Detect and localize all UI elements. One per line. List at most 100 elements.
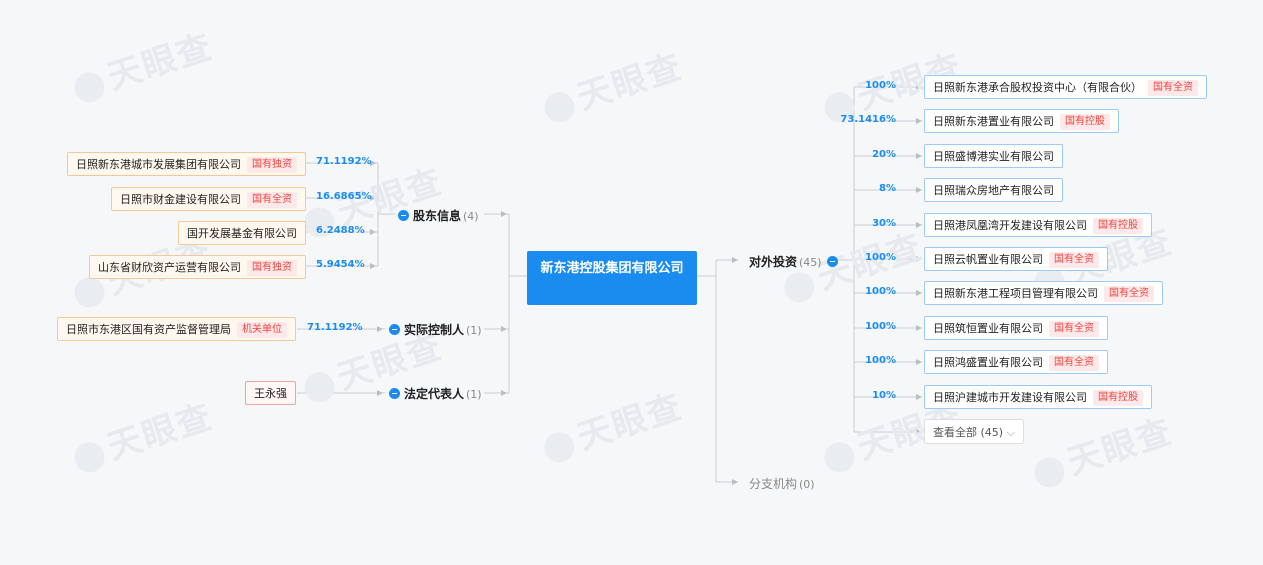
investment-item[interactable]: 日照盛博港实业有限公司 <box>924 144 1063 168</box>
view-all-button[interactable]: 查看全部 (45) ⌵ <box>924 419 1024 444</box>
ownership-tag: 国有全资 <box>1049 321 1099 337</box>
center-company[interactable]: 新东港控股集团有限公司 <box>527 251 697 305</box>
shareholder-item[interactable]: 日照新东港城市发展集团有限公司国有独资 <box>67 152 306 176</box>
collapse-icon[interactable] <box>389 324 400 335</box>
ownership-tag: 国有全资 <box>247 192 297 208</box>
share-percent: 100% <box>865 80 896 91</box>
arrow-icon <box>377 326 383 332</box>
shareholder-item[interactable]: 国开发展基金有限公司 <box>178 221 306 245</box>
shareholder-item-label: 日照市财金建设有限公司 <box>120 193 241 206</box>
ownership-tag: 国有控股 <box>1093 390 1143 406</box>
share-percent: 100% <box>865 355 896 366</box>
share-percent: 10% <box>872 390 896 401</box>
arrow-icon <box>732 479 738 485</box>
category-label: 股东信息 <box>413 209 462 223</box>
investment-item-label: 日照鸿盛置业有限公司 <box>933 356 1043 369</box>
collapse-icon[interactable] <box>826 256 838 267</box>
category-legal_rep[interactable]: 法定代表人(1) <box>389 385 482 402</box>
investment-item-label: 日照新东港工程项目管理有限公司 <box>933 287 1098 300</box>
arrow-icon <box>732 257 738 263</box>
category-count: (0) <box>799 478 815 491</box>
ownership-tag: 国有控股 <box>1093 218 1143 234</box>
investment-item[interactable]: 日照新东港承合股权投资中心（有限合伙）国有全资 <box>924 75 1207 99</box>
investment-item[interactable]: 日照沪建城市开发建设有限公司国有控股 <box>924 385 1152 409</box>
center-company-name: 新东港控股集团有限公司 <box>540 261 684 276</box>
arrow-icon <box>501 211 507 217</box>
ownership-tag: 机关单位 <box>237 322 287 338</box>
category-shareholders[interactable]: 股东信息(4) <box>398 207 479 224</box>
investment-item-label: 日照沪建城市开发建设有限公司 <box>933 391 1087 404</box>
shareholder-item-label: 日照新东港城市发展集团有限公司 <box>76 158 241 171</box>
ownership-tag: 国有全资 <box>1049 252 1099 268</box>
share-percent: 6.2488% <box>316 225 365 236</box>
category-label: 对外投资 <box>749 255 798 269</box>
investment-item[interactable]: 日照云帆置业有限公司国有全资 <box>924 247 1108 271</box>
category-count: (1) <box>466 324 482 337</box>
category-count: (45) <box>799 256 822 269</box>
shareholder-item-label: 国开发展基金有限公司 <box>187 227 297 240</box>
arrow-icon <box>916 187 922 193</box>
arrow-icon <box>916 394 922 400</box>
investment-item[interactable]: 日照新东港置业有限公司国有控股 <box>924 109 1119 133</box>
investment-item[interactable]: 日照瑞众房地产有限公司 <box>924 178 1063 202</box>
collapse-icon[interactable] <box>398 210 409 221</box>
share-percent: 8% <box>879 183 896 194</box>
investment-item[interactable]: 日照鸿盛置业有限公司国有全资 <box>924 350 1108 374</box>
investment-item-label: 日照瑞众房地产有限公司 <box>933 184 1054 197</box>
arrow-icon <box>370 229 376 235</box>
investment-item-label: 日照云帆置业有限公司 <box>933 253 1043 266</box>
arrow-icon <box>370 195 376 201</box>
share-percent: 71.1192% <box>307 322 363 333</box>
category-count: (4) <box>463 210 479 223</box>
arrow-icon <box>370 160 376 166</box>
investment-item-label: 日照筑恒置业有限公司 <box>933 322 1043 335</box>
arrow-icon <box>916 222 922 228</box>
arrow-icon <box>501 390 507 396</box>
arrow-icon <box>916 84 922 90</box>
category-label: 法定代表人 <box>404 387 465 401</box>
legal-rep-item[interactable]: 王永强 <box>245 381 296 405</box>
arrow-icon <box>916 290 922 296</box>
ownership-tag: 国有控股 <box>1060 114 1110 130</box>
chevron-down-icon: ⌵ <box>1003 426 1015 439</box>
investment-item-label: 日照港凤凰湾开发建设有限公司 <box>933 219 1087 232</box>
ownership-tag: 国有全资 <box>1049 355 1099 371</box>
arrow-icon <box>370 263 376 269</box>
share-percent: 100% <box>865 252 896 263</box>
shareholder-item[interactable]: 日照市财金建设有限公司国有全资 <box>111 187 306 211</box>
category-investments[interactable]: 对外投资(45) <box>749 253 838 270</box>
controller-item[interactable]: 日照市东港区国有资产监督管理局机关单位 <box>57 317 296 341</box>
share-percent: 73.1416% <box>840 114 896 125</box>
ownership-tag: 国有全资 <box>1104 286 1154 302</box>
investment-item-label: 日照盛博港实业有限公司 <box>933 150 1054 163</box>
category-label: 实际控制人 <box>404 323 465 337</box>
legal-rep-item-label: 王永强 <box>254 387 287 400</box>
view-all-label: 查看全部 (45) <box>933 426 1004 439</box>
ownership-tag: 国有独资 <box>247 260 297 276</box>
share-percent: 71.1192% <box>316 156 372 167</box>
shareholder-item[interactable]: 山东省财欣资产运营有限公司国有独资 <box>89 255 306 279</box>
investment-item-label: 日照新东港承合股权投资中心（有限合伙） <box>933 81 1142 94</box>
investment-item[interactable]: 日照筑恒置业有限公司国有全资 <box>924 316 1108 340</box>
arrow-icon <box>916 153 922 159</box>
arrow-icon <box>501 326 507 332</box>
investment-item[interactable]: 日照新东港工程项目管理有限公司国有全资 <box>924 281 1163 305</box>
controller-item-label: 日照市东港区国有资产监督管理局 <box>66 323 231 336</box>
share-percent: 30% <box>872 218 896 229</box>
arrow-icon <box>916 429 922 435</box>
arrow-icon <box>377 390 383 396</box>
arrow-icon <box>916 256 922 262</box>
category-controller[interactable]: 实际控制人(1) <box>389 321 482 338</box>
collapse-icon[interactable] <box>389 388 400 399</box>
arrow-icon <box>916 359 922 365</box>
ownership-tag: 国有独资 <box>247 157 297 173</box>
investment-item-label: 日照新东港置业有限公司 <box>933 115 1054 128</box>
category-branches[interactable]: 分支机构(0) <box>749 475 815 492</box>
share-percent: 20% <box>872 149 896 160</box>
share-percent: 100% <box>865 286 896 297</box>
investment-item[interactable]: 日照港凤凰湾开发建设有限公司国有控股 <box>924 213 1152 237</box>
share-percent: 5.9454% <box>316 259 365 270</box>
category-label: 分支机构 <box>749 477 798 491</box>
